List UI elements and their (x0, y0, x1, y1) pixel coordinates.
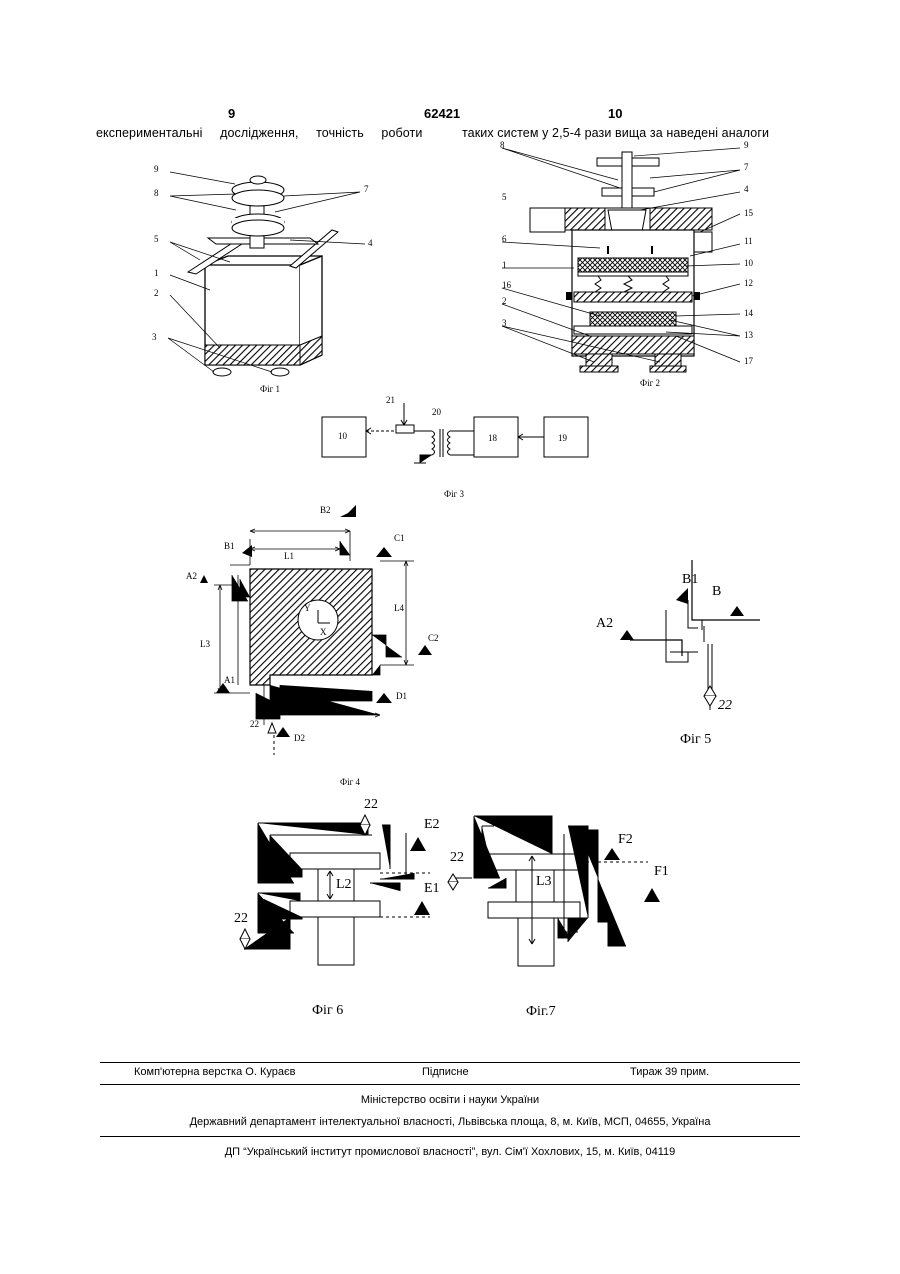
page-number-left: 9 (228, 106, 235, 121)
fig5-label: 22 (718, 698, 732, 714)
fig3-label: 20 (432, 407, 441, 417)
figure-2-drawing (490, 140, 770, 390)
text-column-right: таких систем у 2,5-4 рази вища за наведе… (462, 126, 769, 140)
fig2-label: 16 (502, 280, 511, 290)
figure-2: 8 9 7 4 5 15 6 11 1 10 12 16 14 2 13 3 1… (490, 140, 770, 390)
fig1-label: 4 (368, 238, 373, 248)
fig1-label: 2 (154, 288, 159, 298)
footer-layout: Комп'ютерна верстка О. Кураєв (134, 1066, 295, 1078)
fig4-label: D2 (294, 733, 305, 743)
fig6-label: L2 (336, 877, 352, 893)
fig5-label: B1 (682, 572, 698, 588)
fig2-label: 17 (744, 356, 753, 366)
fig7-label: L3 (536, 874, 552, 890)
fig1-label: 1 (154, 268, 159, 278)
fig4-label: C2 (428, 633, 439, 643)
fig2-label: 1 (502, 260, 507, 270)
fig4-label: L3 (200, 639, 210, 649)
fig4-label: L1 (284, 551, 294, 561)
footer-print-run: Тираж 39 прим. (630, 1066, 709, 1078)
fig2-label: 10 (744, 258, 753, 268)
fig2-label: 3 (502, 318, 507, 328)
fig2-caption: Фіг 2 (640, 378, 660, 388)
fig2-label: 5 (502, 192, 507, 202)
footer-ministry: Міністерство освіти і науки України (0, 1094, 900, 1106)
fig2-label: 14 (744, 308, 753, 318)
fig4-label: 22 (250, 719, 259, 729)
figure-3: 21 20 10 18 19 Фіг 3 (300, 395, 600, 505)
fig7-label: 22 (450, 850, 464, 866)
fig7-label: F2 (618, 832, 633, 848)
fig5-label: B (712, 584, 721, 600)
fig4-label: B2 (320, 505, 331, 515)
patent-number: 62421 (424, 106, 460, 121)
fig7-label: F1 (654, 864, 669, 880)
fig4-label: L4 (394, 603, 404, 613)
fig1-caption: Фіг 1 (260, 384, 280, 394)
fig2-label: 7 (744, 162, 749, 172)
fig4-caption: Фіг 4 (340, 777, 360, 787)
fig1-label: 8 (154, 188, 159, 198)
figure-4: B2 B1 L1 C1 A2 L4 Y X C2 L3 A1 D1 L1 22 … (180, 505, 430, 790)
fig5-label: A2 (596, 616, 613, 632)
fig6-label: E1 (424, 881, 440, 897)
fig2-label: 12 (744, 278, 753, 288)
fig2-label: 8 (500, 140, 505, 150)
fig1-label: 5 (154, 234, 159, 244)
fig1-label: 7 (364, 184, 369, 194)
fig7-caption: Фіг.7 (526, 1004, 556, 1020)
fig3-label: 21 (386, 395, 395, 405)
figure-7-drawing (448, 812, 688, 972)
fig5-caption: Фіг 5 (680, 732, 711, 748)
figure-1-drawing (140, 150, 390, 400)
footer-signed: Підписне (422, 1066, 469, 1078)
fig4-label: L1 (324, 705, 334, 715)
footer-rule-top (100, 1062, 800, 1063)
fig3-label: 18 (488, 433, 497, 443)
page-number-right: 10 (608, 106, 622, 121)
fig4-label: A2 (186, 571, 197, 581)
fig3-label: 19 (558, 433, 567, 443)
fig4-label: B1 (224, 541, 235, 551)
fig2-label: 4 (744, 184, 749, 194)
figure-6: 22 E2 L2 E1 22 Фіг 6 (230, 795, 450, 1025)
fig2-label: 13 (744, 330, 753, 340)
footer-rule-middle (100, 1084, 800, 1085)
figure-5: B1 B A2 22 Фіг 5 (590, 560, 770, 750)
fig2-label: 11 (744, 236, 753, 246)
fig3-caption: Фіг 3 (444, 489, 464, 499)
fig4-label: C1 (394, 533, 405, 543)
fig6-caption: Фіг 6 (312, 1003, 343, 1019)
figure-5-drawing (590, 560, 770, 750)
fig2-label: 9 (744, 140, 749, 150)
fig6-label: 22 (364, 797, 378, 813)
fig2-label: 6 (502, 234, 507, 244)
fig2-label: 2 (502, 296, 507, 306)
fig2-label: 15 (744, 208, 753, 218)
fig4-label: Y (304, 603, 311, 613)
fig4-label: A1 (224, 675, 235, 685)
figure-7: F2 22 F1 L3 Фіг.7 (448, 812, 688, 1027)
fig6-label: 22 (234, 911, 248, 927)
footer-department: Державний департамент інтелектуальної вл… (0, 1116, 900, 1128)
fig1-label: 9 (154, 164, 159, 174)
figure-4-drawing (180, 505, 430, 790)
footer-rule-bottom (100, 1136, 800, 1137)
fig4-label: D1 (396, 691, 407, 701)
fig4-label: X (320, 627, 327, 637)
fig1-label: 3 (152, 332, 157, 342)
footer-institute: ДП “Український інститут промислової вла… (0, 1146, 900, 1158)
text-column-left: експериментальні дослідження, точність р… (96, 126, 422, 140)
fig6-label: E2 (424, 817, 440, 833)
figure-1: 9 8 7 5 4 1 2 3 Фіг 1 (140, 150, 390, 400)
fig3-label: 10 (338, 431, 347, 441)
